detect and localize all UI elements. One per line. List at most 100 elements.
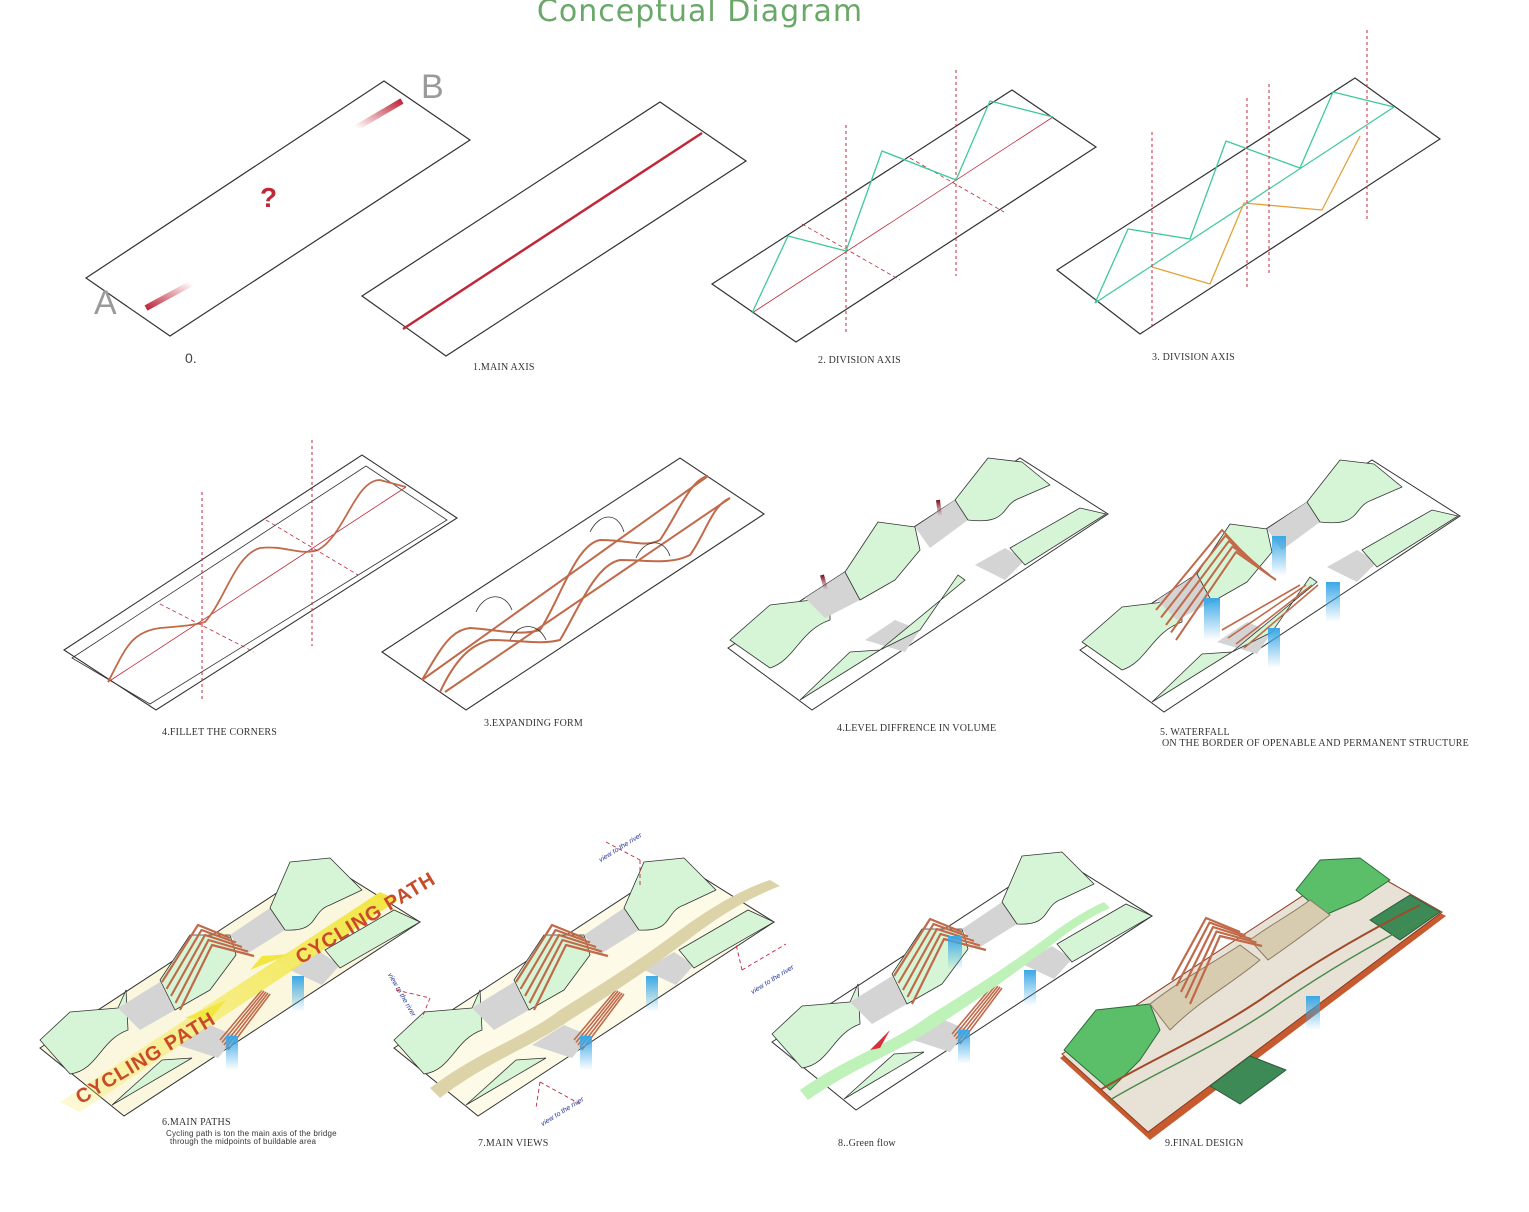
- level-arrow-down-b: [936, 499, 942, 517]
- greenflow-green-d: [843, 1051, 925, 1100]
- final-stair-4: [1188, 934, 1263, 1005]
- views-gap-d: [644, 952, 694, 985]
- paths-stair-upper-2: [170, 933, 243, 997]
- views-green-a: [393, 989, 483, 1075]
- views-gap-c: [532, 1025, 590, 1058]
- waterfall-stair-lower-2: [1235, 584, 1313, 645]
- division-zigzag-3b: [1151, 135, 1361, 285]
- site-outline-0: [84, 80, 472, 337]
- views-green-c: [623, 857, 717, 931]
- panel-3-caption: 3. DIVISION AXIS: [1152, 352, 1235, 363]
- panel-7-subcaption: ON THE BORDER OF OPENABLE AND PERMANENT …: [1162, 738, 1469, 749]
- waterfall-stair-lower-3: [1243, 584, 1319, 649]
- waterfall-volumes-green-c: [1306, 459, 1403, 524]
- final-rail-b: [1109, 914, 1431, 1101]
- greenflow-stair-upper-1: [897, 922, 969, 984]
- level-volumes-gap-d: [975, 548, 1025, 580]
- paths-gap-a: [118, 982, 175, 1030]
- waterfall-stair-lower-1: [1227, 584, 1307, 639]
- level-volumes-gap-b: [915, 500, 968, 548]
- axis-line-4: [107, 486, 407, 683]
- panel-0-caption: 0.: [185, 350, 197, 366]
- paths-green-c: [269, 857, 363, 931]
- views-green-f: [678, 909, 775, 969]
- views-stair-upper-1: [519, 928, 591, 990]
- greenflow-waterfall-a: [958, 1030, 970, 1064]
- final-canopy-b: [1249, 899, 1331, 961]
- level-volumes-green-d: [799, 649, 881, 701]
- site-outline-1: [360, 101, 748, 357]
- waterfall-a: [1204, 598, 1220, 640]
- views-stair-lower-0: [573, 989, 617, 1041]
- site-outline-2: [710, 89, 1098, 343]
- level-arrow-down-a: [820, 574, 828, 591]
- panel-2-caption: 2. DIVISION AXIS: [818, 355, 901, 366]
- waterfall-volumes-green-e: [1231, 576, 1318, 653]
- greenflow-stair-lower-1: [953, 984, 997, 1038]
- views-central-path: [430, 880, 780, 1098]
- division-diagonal-2b: [909, 157, 1005, 213]
- expanding-line-5a: [421, 475, 709, 681]
- views-gap-b: [584, 908, 639, 955]
- waterfall-stair-lower-0: [1221, 584, 1301, 631]
- paths-gap-d: [290, 952, 340, 985]
- view-cone-left-b: [421, 997, 431, 1019]
- panel-11-caption: 9.FINAL DESIGN: [1165, 1138, 1244, 1149]
- greenflow-gap-a: [850, 976, 907, 1024]
- final-stair-0: [1171, 916, 1241, 981]
- view-cone-right-b: [735, 943, 743, 971]
- paths-stair-lower-1: [221, 990, 265, 1044]
- panel-6-caption: 4.LEVEL DIFFRENCE IN VOLUME: [837, 723, 997, 734]
- paths-waterfall-a: [226, 1036, 238, 1070]
- cycling-path-band: [60, 892, 398, 1112]
- cycling-arrow-b: [250, 954, 290, 970]
- views-waterfall-b: [646, 976, 658, 1012]
- level-volumes-green-f: [1009, 507, 1108, 566]
- endpoint-b-marker: [354, 98, 404, 131]
- final-canopy-a: [1149, 944, 1261, 1031]
- panel-1-caption: 1.MAIN AXIS: [473, 362, 535, 373]
- view-cone-right-a: [741, 943, 787, 971]
- final-stair-1: [1175, 921, 1246, 987]
- fillet-path-4: [107, 479, 407, 683]
- views-waterfall-a: [580, 1036, 592, 1070]
- panel-8-note-2: through the midpoints of buildable area: [170, 1137, 317, 1146]
- division-diagonal-2a: [801, 223, 901, 281]
- views-stair-upper-2: [524, 933, 597, 997]
- paths-stair-lower-0: [219, 989, 263, 1041]
- final-roof-a: [1063, 1003, 1161, 1091]
- axis-line-2: [751, 116, 1054, 314]
- level-volumes-green-e: [879, 574, 966, 651]
- views-stair-lower-1: [575, 990, 619, 1044]
- arc-5a: [475, 596, 513, 613]
- greenflow-waterfall-c: [948, 936, 962, 970]
- greenflow-gap-c: [910, 1019, 968, 1052]
- greenflow-stair-upper-3: [906, 932, 981, 998]
- final-roof-d: [1369, 894, 1441, 941]
- panel-8-caption: 6.MAIN PATHS: [162, 1117, 231, 1128]
- views-stair-upper-4: [533, 943, 609, 1011]
- site-outline-3: [1055, 77, 1442, 335]
- paths-green-d: [111, 1057, 193, 1106]
- division-zigzag-3a: [1094, 91, 1395, 304]
- waterfall-b: [1268, 628, 1280, 668]
- site-outline-5: [381, 457, 765, 711]
- waterfall-volumes-gap-d: [1327, 550, 1377, 582]
- site-outline-4a: [62, 454, 459, 711]
- question-mark: ?: [260, 182, 278, 213]
- arc-5c: [589, 516, 625, 533]
- waterfall-volumes-green-b: [1196, 523, 1273, 603]
- views-green-d: [465, 1057, 547, 1106]
- waterfall-stair-upper-4: [1175, 551, 1277, 641]
- greenflow-green-c: [1001, 851, 1095, 925]
- paths-gap-b: [230, 908, 285, 955]
- final-deck-top: [1061, 861, 1443, 1133]
- final-stair-2: [1180, 925, 1252, 993]
- views-stair-upper-0: [515, 923, 585, 983]
- panel-8-note-1: Cycling path is ton the main axis of the…: [166, 1129, 337, 1138]
- paths-green-f: [324, 909, 421, 969]
- paths-stair-upper-0: [161, 923, 231, 983]
- paths-stair-upper-3: [174, 938, 249, 1004]
- division-axis-3: [1094, 106, 1395, 304]
